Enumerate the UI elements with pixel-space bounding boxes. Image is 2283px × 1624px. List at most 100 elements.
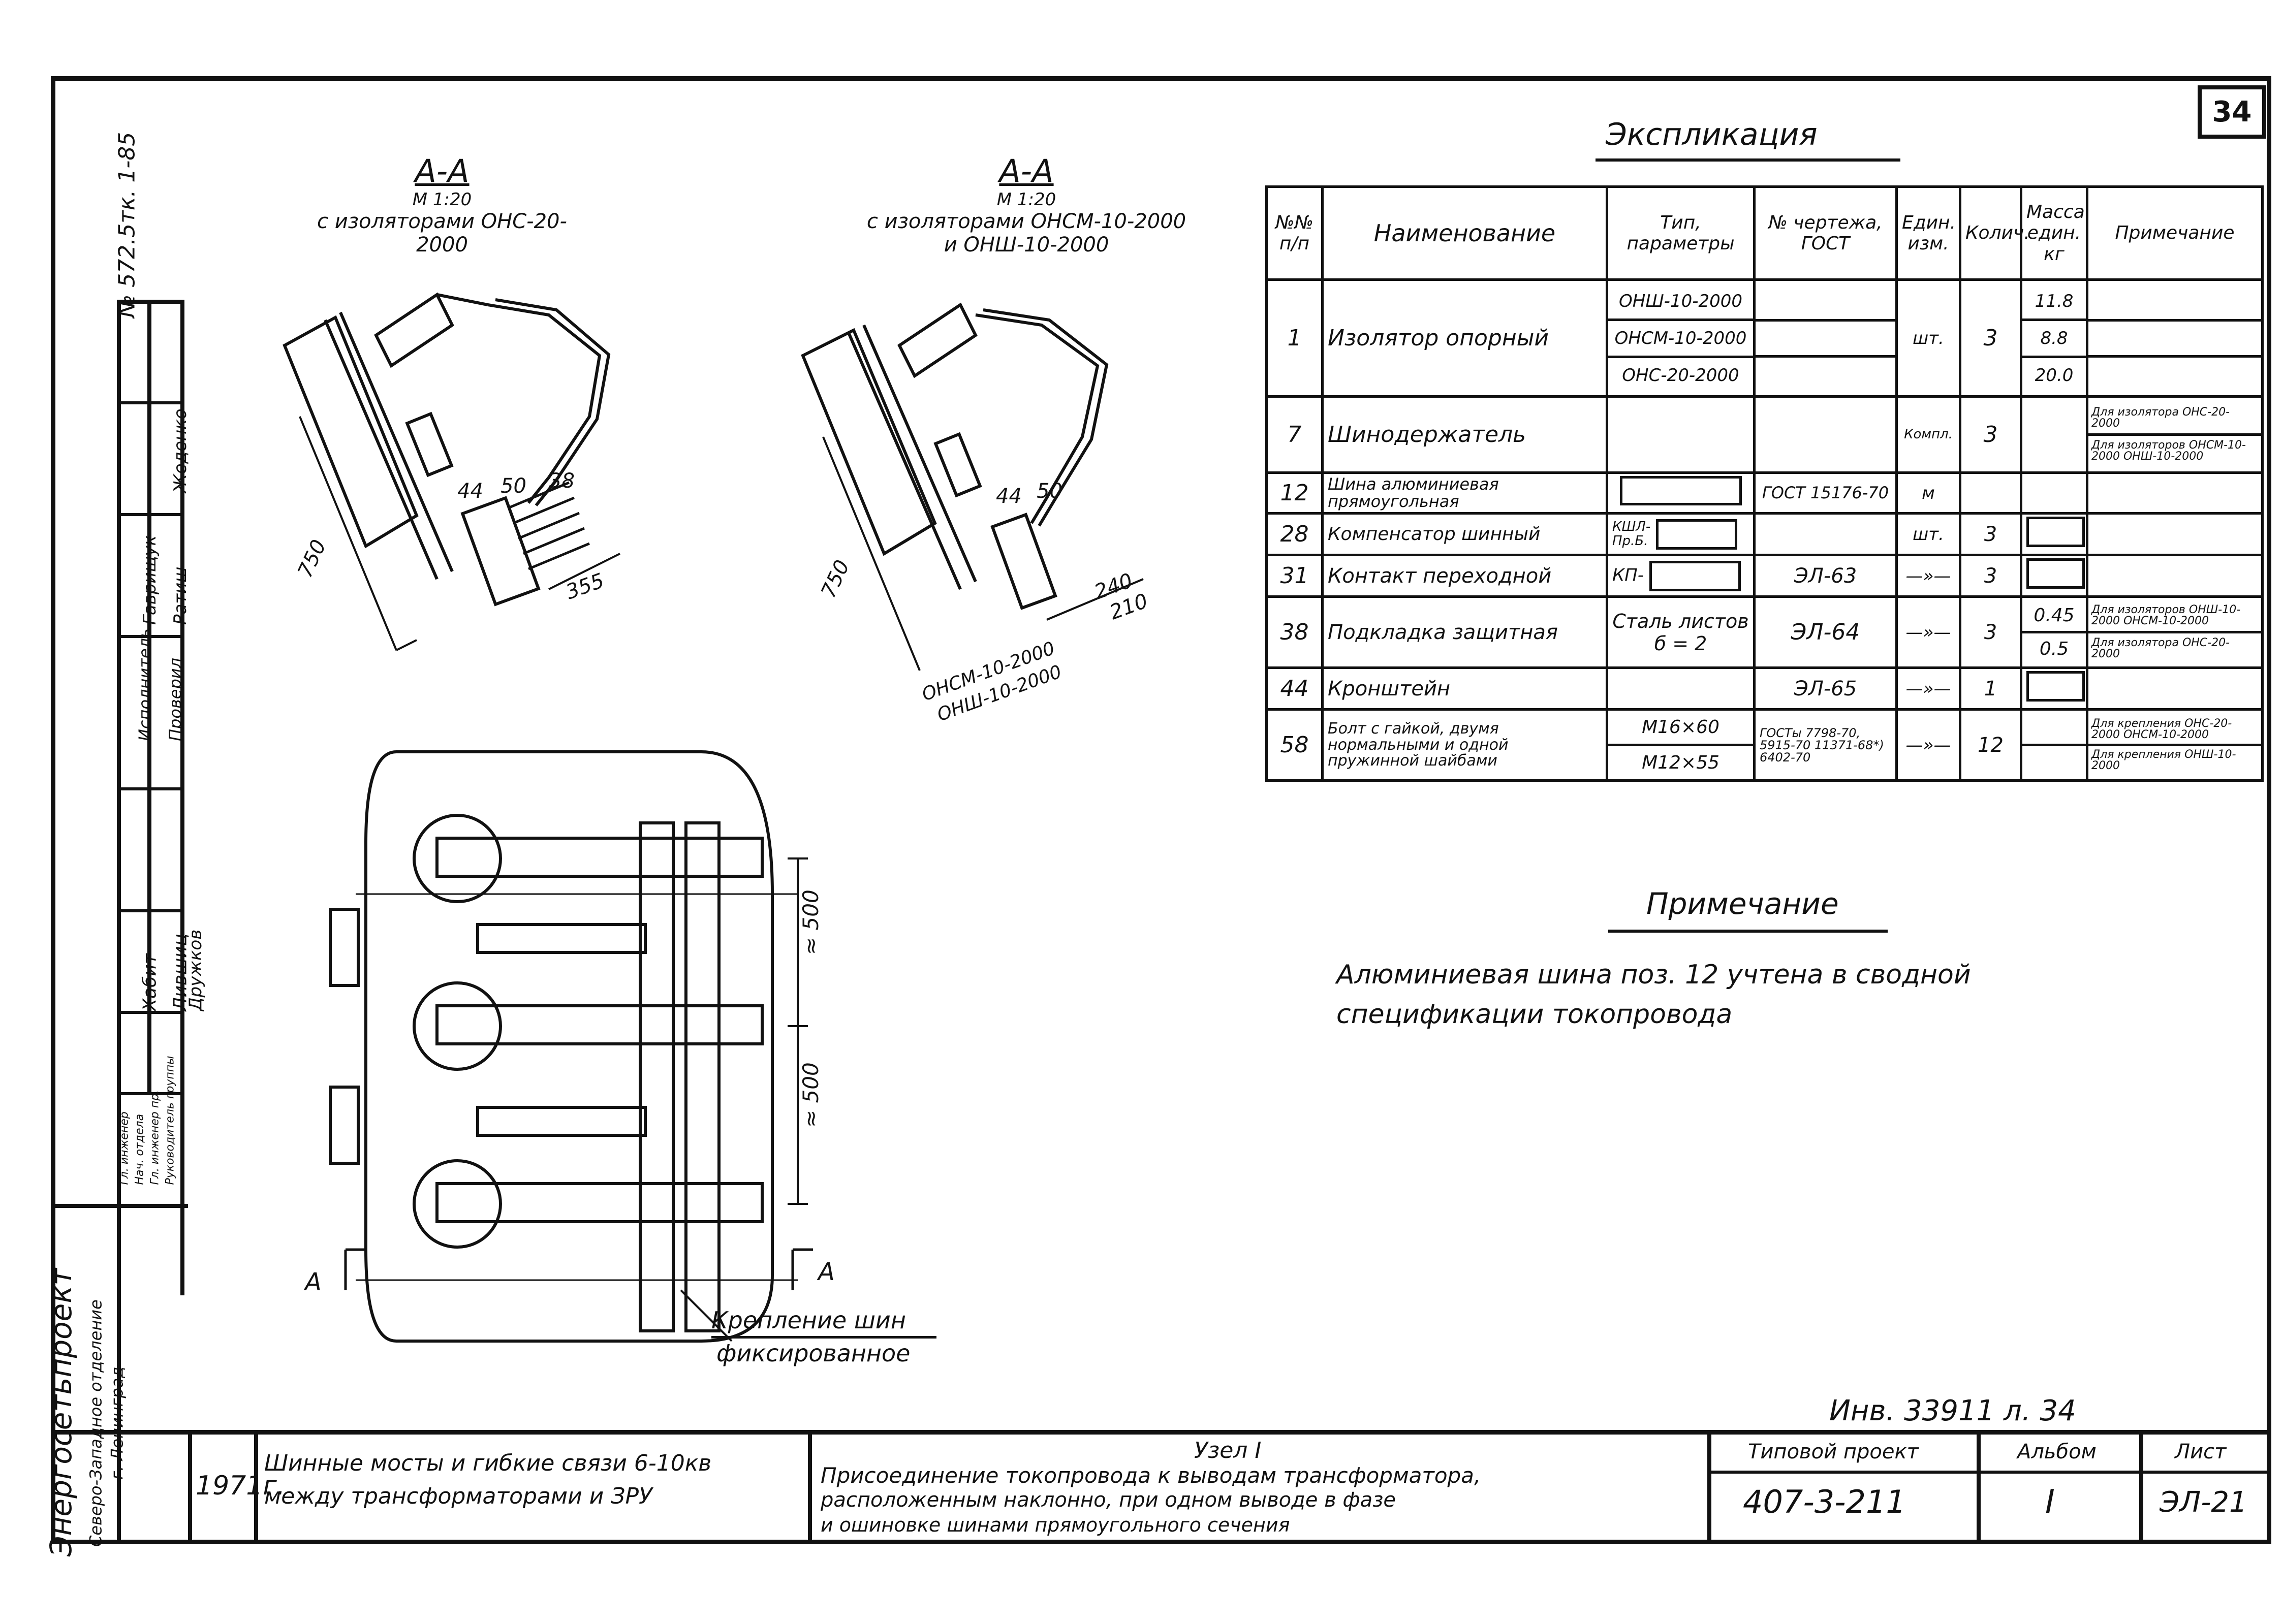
table-row: 12 Шина алюминиевая прямоугольная ГОСТ 1… [1265,471,2264,515]
col-header-unit: Един. изм. [1895,185,1961,281]
album-label: Альбом [2017,1440,2097,1463]
cell-type: КП- [1606,554,1756,598]
cell-qty: 1 [1959,666,2022,711]
sheet-number-box: 34 [2198,85,2266,139]
cell-note-line-2: Для изолятора ОНС-20-2000 [2091,636,2230,661]
type-blank-box [1619,476,1742,506]
cell-unit: —»— [1895,595,1961,670]
type-blank-box [1656,519,1738,550]
binding-role-2: Нач. отдела [133,1113,146,1185]
cell-qty: 3 [1959,395,2022,474]
binding-stamp: № 572.5тк. 1-85 [114,132,140,318]
cell-type-line-2: М12×55 [1642,752,1719,774]
sheet-code: ЭЛ-21 [2160,1486,2247,1519]
cell-unit: шт. [1895,512,1961,557]
cell-mass [2020,512,2088,557]
section-right-drawing: 750 240 210 44 50 ОНСМ-10-2000 ОНШ-10-20… [801,302,1151,721]
cell-mass [2020,554,2088,598]
cell-no: 12 [1265,471,1324,515]
cell-qty: 3 [1959,278,2022,398]
cell-doc: ГОСТ 15176-70 [1753,471,1898,515]
plan-fixing-label: Крепление шин фиксированное [711,1305,936,1369]
table-row: 28 Компенсатор шинный КШЛ-Пр.Б. шт. 3 [1265,512,2264,557]
binding-name-4: Гаврищук [140,535,160,625]
cell-type: КШЛ-Пр.Б. [1606,512,1756,557]
type-prefix: КП- [1612,565,1644,586]
title-node: Узел I [1194,1438,1262,1463]
binding-role-5: Исполнитель [135,628,154,741]
cell-name: Шина алюминиевая прямоугольная [1321,471,1608,515]
cell-unit: Компл. [1895,395,1961,474]
cell-note-line-2: Для крепления ОНШ-10-2000 [2091,748,2236,773]
cell-type-line-1: ОНШ-10-2000 [1608,284,1753,321]
cell-doc: ЭЛ-65 [1753,666,1898,711]
title-block: 1971г. Шинные мосты и гибкие связи 6-10к… [51,1430,2271,1544]
cell-note-line-1: Для изолятора ОНС-20-2000 [2088,403,2261,436]
cell-note: Для крепления ОНС-20-2000 ОНСМ-10-2000 Д… [2086,708,2264,782]
type-blank-box [1649,560,1741,591]
cell-type [1606,395,1756,474]
cell-mass-line-1: 11.8 [2022,284,2086,321]
note-heading: Примечание [1646,886,1839,921]
cell-note [2086,512,2264,557]
cell-type-line-1: М16×60 [1608,711,1753,747]
type-prefix: КШЛ-Пр.Б. [1612,519,1651,549]
inventory-number: Инв. 33911 л. 34 [1829,1394,2076,1427]
cell-name: Подкладка защитная [1321,595,1608,670]
table-header-row: №№ п/п Наименование Тип, параметры № чер… [1265,185,2264,281]
cell-name: Кронштейн [1321,666,1608,711]
cell-type [1606,471,1756,515]
explication-table: №№ п/п Наименование Тип, параметры № чер… [1265,185,2264,782]
explication-title-underline [1596,158,1900,162]
section-right-header: А-А М 1:20 с изоляторами ОНСМ-10-2000 и … [818,152,1235,257]
cell-unit: шт. [1895,278,1961,398]
cell-doc: ЭЛ-64 [1753,595,1898,670]
cell-note: Для изолятора ОНС-20-2000 Для изоляторов… [2086,395,2264,474]
cell-mass-line-2: 0.5 [2039,639,2069,660]
col-header-name: Наименование [1321,185,1608,281]
cell-mass: 0.45 0.5 [2020,595,2088,670]
binding-name-6: Жеденко [170,408,191,493]
cell-qty: 3 [1959,595,2022,670]
cell-note-line-1: Для крепления ОНС-20-2000 ОНСМ-10-2000 [2088,715,2261,747]
cell-qty: 12 [1959,708,2022,782]
mass-blank-box [2026,558,2085,589]
section-right-caption-2: и ОНШ-10-2000 [944,233,1109,257]
section-right-title: А-А [999,152,1054,189]
binding-strip: Энергосетьпроект Северо-Западное отделен… [44,76,206,1556]
cell-doc: ЭЛ-63 [1753,554,1898,598]
cell-qty: 3 [1959,512,2022,557]
cell-type: ОНШ-10-2000 ОНСМ-10-2000 ОНС-20-2000 [1606,278,1756,398]
note-heading-underline [1608,930,1888,933]
cell-mass-line-1: 0.45 [2022,600,2086,634]
title-subject-2: между трансформаторами и ЗРУ [264,1483,652,1509]
table-row: 38 Подкладка защитная Сталь листов б = 2… [1265,595,2264,670]
cell-note-line-2: Для изоляторов ОНСМ-10-2000 ОНШ-10-2000 [2091,439,2246,463]
col-header-mass: Масса един. кг [2020,185,2088,281]
cell-note-line-1: Для изоляторов ОНШ-10-2000 ОНСМ-10-2000 [2088,600,2261,634]
cell-name: Компенсатор шинный [1321,512,1608,557]
col-header-note: Примечание [2086,185,2264,281]
binding-name-5: Ратиш [170,566,191,625]
table-row: 44 Кронштейн ЭЛ-65 —»— 1 [1265,666,2264,711]
cell-mass [2020,471,2088,515]
mass-blank-box [2026,517,2085,548]
cell-unit: —»— [1895,554,1961,598]
cell-mass-line-3: 20.0 [2035,365,2074,386]
cell-no: 31 [1265,554,1324,598]
note-text: Алюминиевая шина поз. 12 учтена в сводно… [1336,960,1971,1030]
plan-dim-1: ≈ 500 [798,889,823,955]
explication-title: Экспликация [1606,117,1818,152]
cell-mass [2020,395,2088,474]
binding-role-4: Руководитель группы [164,1056,177,1185]
title-desc-2: расположенным наклонно, при одном выводе… [821,1488,1396,1512]
cell-no: 7 [1265,395,1324,474]
type-line-2: б = 2 [1654,632,1707,655]
section-left-header: А-А М 1:20 с изоляторами ОНС-20-2000 [305,152,579,257]
cell-note [2086,666,2264,711]
dim-44-right: 44 [996,485,1022,508]
table-row: 31 Контакт переходной КП- ЭЛ-63 —»— 3 [1265,554,2264,598]
sheet-label: Лист [2175,1440,2227,1463]
cell-name: Болт с гайкой, двумя нормальными и одной… [1321,708,1608,782]
binding-role-1: Гл. инженер [118,1111,131,1185]
